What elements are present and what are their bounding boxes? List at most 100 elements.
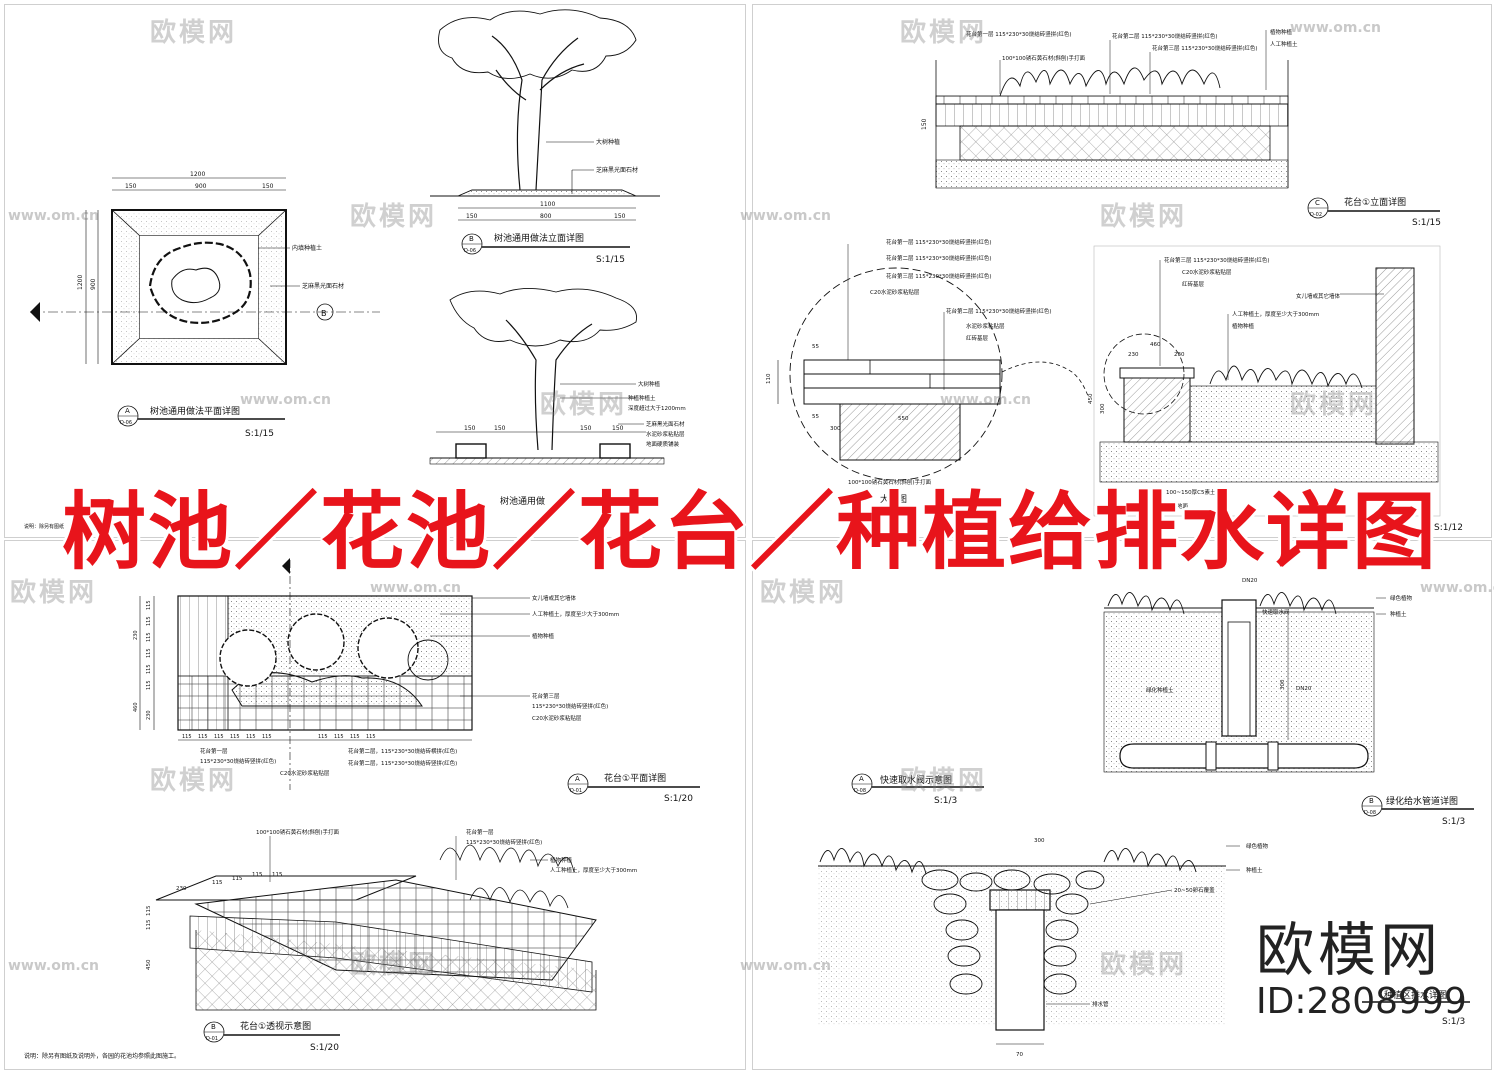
note-text: 红砖基层 xyxy=(1182,280,1205,288)
watermark-url: www.om.cn xyxy=(740,208,832,224)
dim-text: 115 xyxy=(146,905,152,916)
note-text: C20水泥砂浆粘贴层 xyxy=(280,769,330,777)
dim-text: 460 xyxy=(1150,342,1161,348)
note-text: 内填种植土 xyxy=(292,244,322,252)
dim-text: 55 xyxy=(812,344,819,350)
drawing-caption: 种植区排水详图 xyxy=(1384,989,1447,1001)
dim-text: 115 xyxy=(146,648,152,658)
note-text: 水泥砂浆粘贴层 xyxy=(966,322,1005,330)
dim-text: 115 xyxy=(252,872,263,878)
dim-text: 115 xyxy=(246,734,256,740)
dim-text: 300 xyxy=(1034,838,1045,844)
note-text: 原有地面 xyxy=(1166,502,1189,510)
watermark-logo: 欧模网 xyxy=(900,766,988,796)
drawing-caption: 树池通用做法平面详图 xyxy=(150,405,240,417)
ref-letter: A xyxy=(859,775,864,783)
watermark-logo: 欧模网 xyxy=(1100,950,1188,980)
note-text: 115*230*30烧结砖竖拼(红色) xyxy=(532,702,608,710)
note-text: 人工种植土 xyxy=(1270,40,1298,48)
note-text: 地面硬质铺装 xyxy=(646,440,680,448)
dim-text: 1200 xyxy=(190,171,205,178)
svg-text:B: B xyxy=(321,309,327,318)
note-text: 芝麻黑光面石材 xyxy=(596,166,638,174)
note-text: 水泥砂浆粘贴层 xyxy=(646,430,685,438)
planter-plan: 女儿墙或其它墙体 人工种植土，厚度至少大于300mm 植物种植 花台第三层 11… xyxy=(133,558,700,804)
drawing-scale: S:1/15 xyxy=(245,429,274,439)
dim-text: 450 xyxy=(1088,393,1094,404)
drawing-scale: S:1/15 xyxy=(1412,218,1441,228)
watermark-logo: 欧模网 xyxy=(540,390,628,420)
dim-text: 115 xyxy=(214,734,224,740)
tree-pit-elevation: 1100 150 800 150 大树种植 芝麻黑光面石材 B D-06 树池通… xyxy=(430,9,660,265)
note-text: 种植土 xyxy=(1246,866,1263,874)
watermark-logo: 欧模网 xyxy=(150,18,238,48)
note-text: 花台第三层 115*230*30烧结砖竖拼(红色) xyxy=(1164,256,1270,264)
note-text: 花台第一层 115*230*30烧结砖竖拼(红色) xyxy=(966,30,1072,38)
dim-text: 115 xyxy=(146,616,152,626)
note-text: 花台第二层，115*230*30烧结砖横拼(红色) xyxy=(348,747,457,755)
dim-text: 115 xyxy=(272,872,283,878)
drawing-scale: S:1/3 xyxy=(1442,817,1465,827)
planter-perspective: 100*100锈石黄石材(斜刨)手打面 花台第一层 115*230*30烧结砖竖… xyxy=(24,828,637,1060)
brand-block: 欧模网 ID:2808999 xyxy=(1256,918,1467,1022)
dim-text: 230 xyxy=(1174,352,1185,358)
dim-text: 115 xyxy=(146,664,152,674)
ref-sheet: D-06 xyxy=(120,420,132,426)
dim-text: 115 xyxy=(334,734,344,740)
dim-text: 115 xyxy=(182,734,192,740)
note-text: 绿色植物 xyxy=(1246,842,1269,850)
watermark-url: www.om.cn xyxy=(740,958,832,974)
dim-text: 900 xyxy=(90,278,97,290)
ref-sheet: D-02 xyxy=(1310,212,1322,218)
note-text: 种植种植土 xyxy=(628,394,656,402)
watermark-logo: 欧模网 xyxy=(1100,202,1188,232)
drawing-scale: S:1/3 xyxy=(934,796,957,806)
watermark-logo: 欧模网 xyxy=(350,202,438,232)
watermark-url: www.om.cn xyxy=(1290,20,1382,36)
drawing-scale: S:1/20 xyxy=(310,1043,339,1053)
drawing-scale: S:1/15 xyxy=(596,255,625,265)
note-text: 人工种植土，厚度至少大于300mm xyxy=(550,866,637,874)
dim-text: 1200 xyxy=(77,275,84,290)
dim-text: 115 xyxy=(318,734,328,740)
dim-text: 70 xyxy=(1016,1052,1023,1058)
dim-text: 150 xyxy=(580,425,592,432)
note-text: C20水泥砂浆粘贴层 xyxy=(1182,268,1232,276)
dim-text: 115 xyxy=(146,632,152,642)
dim-text: 115 xyxy=(232,876,243,882)
note-text: 红砖基层 xyxy=(966,334,989,342)
drawing-caption: 快速取水阀示意图 xyxy=(880,774,952,786)
dim-text: 300 xyxy=(1280,679,1286,690)
note-text: 花台第三层 115*230*30烧结砖竖拼(红色) xyxy=(886,272,992,280)
dim-text: 115 xyxy=(212,880,223,886)
dim-text: 115 xyxy=(146,680,152,690)
dim-text: 150 xyxy=(464,425,476,432)
dim-text: 550 xyxy=(898,416,909,422)
note-text: 深度超过大于1200mm xyxy=(628,404,686,412)
quick-valve-and-pipe: DN20 快速取水阀 绿色植物 种植土 绿化种植土 DN20 300 300 A… xyxy=(851,578,1474,844)
sheet-note: 说明：除另有图纸 xyxy=(24,523,64,530)
note-text: 芝麻黑光面石材 xyxy=(646,420,685,428)
watermark-logo: 欧模网 xyxy=(350,950,438,980)
note-text: 植物种植 xyxy=(1232,322,1255,330)
note-text: 人工种植土，厚度至少大于300mm xyxy=(532,610,619,618)
note-text: C20水泥砂浆粘贴层 xyxy=(532,714,582,722)
note-text: 100*100锈石黄石材(斜刨)手打面 xyxy=(256,828,340,836)
note-text: 20~50卵石覆盖 xyxy=(1174,886,1215,894)
dim-text: 150 xyxy=(262,183,274,190)
note-text: 115*230*30烧结砖竖拼(红色) xyxy=(466,838,542,846)
watermark-url: www.om.cn xyxy=(8,958,100,974)
note-text: 花台第一层 xyxy=(200,747,228,755)
watermark-url: www.om.cn xyxy=(1420,580,1494,596)
planter-elevation: 150 花台第二层 115*230*30烧结砖竖拼(红色) 花台第三层 115*… xyxy=(921,28,1441,228)
note-text: 115*230*30烧结砖竖拼(红色) xyxy=(200,757,276,765)
dim-text: 115 xyxy=(350,734,360,740)
note-text: 花台第三层 115*230*30烧结砖竖拼(红色) xyxy=(1152,44,1258,52)
note-text: C20水泥砂浆粘贴层 xyxy=(870,288,920,296)
dim-text: 115 xyxy=(146,600,152,610)
note-text: 大树种植 xyxy=(638,380,661,388)
note-text: 100*100锈石黄石材(斜刨)手打面 xyxy=(848,478,932,486)
dim-text: 900 xyxy=(195,183,207,190)
dim-text: 230 xyxy=(1128,352,1139,358)
